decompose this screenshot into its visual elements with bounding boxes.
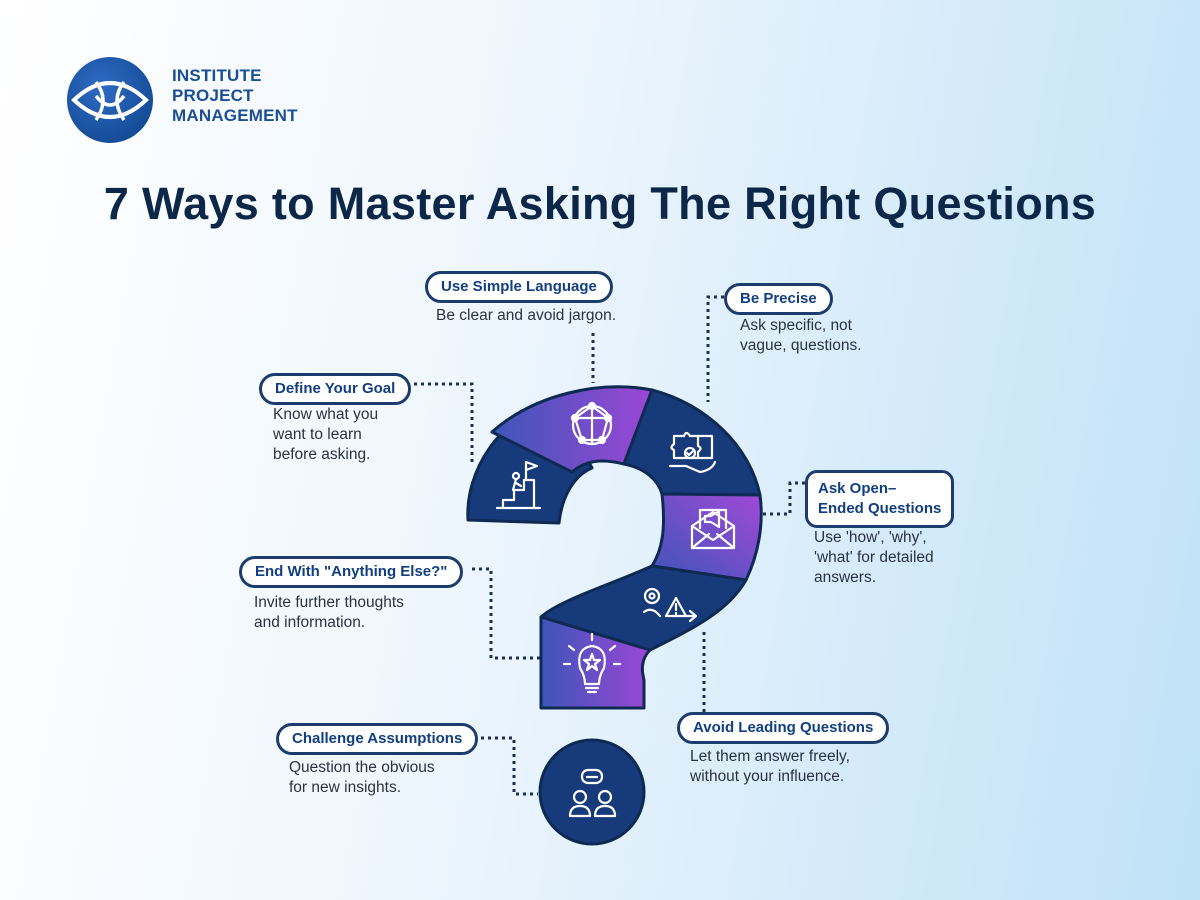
tip-desc-challenge-assumptions: Question the obvious for new insights. — [289, 758, 435, 798]
tip-desc-line: 'what' for detailed — [814, 549, 934, 566]
tip-desc-line: without your influence. — [690, 768, 845, 785]
tip-desc-line: Let them answer freely, — [690, 748, 850, 765]
tip-desc-be-precise: Ask specific, not vague, questions. — [740, 316, 862, 356]
brand-line-2: PROJECT — [172, 86, 254, 105]
brand-line-3: MANAGEMENT — [172, 106, 298, 125]
tip-heading-challenge-assumptions: Challenge Assumptions — [276, 723, 479, 755]
tip-desc-ask-open-ended: Use 'how', 'why', 'what' for detailed an… — [814, 528, 934, 588]
tip-heading-use-simple-language: Use Simple Language — [425, 271, 613, 303]
segment-simple-language — [490, 385, 654, 474]
puzzle-hand-icon — [668, 431, 717, 474]
two-people-chat-icon — [568, 768, 617, 818]
lightbulb-star-icon — [562, 632, 622, 694]
segment-be-precise — [622, 388, 762, 497]
tip-desc-line: Use 'how', 'why', — [814, 529, 927, 546]
eye-logo-icon — [67, 57, 153, 143]
brand-name: INSTITUTE PROJECT MANAGEMENT — [172, 66, 298, 126]
tip-desc-end-with-anything-else: Invite further thoughts and information. — [254, 593, 404, 633]
tip-desc-line: answers. — [814, 569, 877, 586]
gear-warning-path-icon — [642, 587, 698, 623]
tip-heading-ask-open-ended: Ask Open– Ended Questions — [805, 470, 955, 528]
connector-define-your-goal — [414, 382, 474, 462]
connector-end-with-anything-else — [472, 567, 540, 660]
tip-heading-line: Ended Questions — [818, 500, 942, 517]
question-dot — [538, 738, 646, 846]
tip-desc-line: and information. — [254, 614, 366, 631]
tip-desc-use-simple-language: Be clear and avoid jargon. — [436, 306, 616, 326]
page-title: 7 Ways to Master Asking The Right Questi… — [103, 178, 1097, 229]
tip-heading-define-your-goal: Define Your Goal — [259, 373, 412, 405]
tip-desc-line: Invite further thoughts — [254, 594, 404, 611]
tip-desc-line: Know what you — [273, 406, 379, 423]
network-globe-icon — [570, 401, 613, 446]
tip-desc-line: want to learn — [273, 426, 362, 443]
tip-desc-define-your-goal: Know what you want to learn before askin… — [273, 405, 378, 465]
tip-desc-line: for new insights. — [289, 779, 401, 796]
connector-be-precise — [706, 295, 724, 402]
tip-desc-line: Be clear and avoid jargon. — [436, 307, 617, 324]
brand-line-1: INSTITUTE — [172, 66, 262, 85]
tip-heading-line: Ask Open– — [818, 480, 897, 497]
tip-heading-end-with-anything-else: End With "Anything Else?" — [239, 556, 464, 588]
megaphone-envelope-icon — [690, 508, 736, 550]
connector-challenge-assumptions — [481, 736, 538, 796]
tip-desc-line: vague, questions. — [740, 337, 862, 354]
tip-desc-line: Question the obvious — [289, 759, 435, 776]
goal-flag-stairs-icon — [495, 460, 542, 510]
connector-ask-open-ended — [762, 481, 805, 516]
tip-desc-line: before asking. — [273, 446, 371, 463]
tip-desc-avoid-leading-questions: Let them answer freely, without your inf… — [690, 747, 850, 787]
tip-desc-line: Ask specific, not — [740, 317, 852, 334]
tip-heading-be-precise: Be Precise — [724, 283, 833, 315]
tip-heading-avoid-leading-questions: Avoid Leading Questions — [677, 712, 890, 744]
